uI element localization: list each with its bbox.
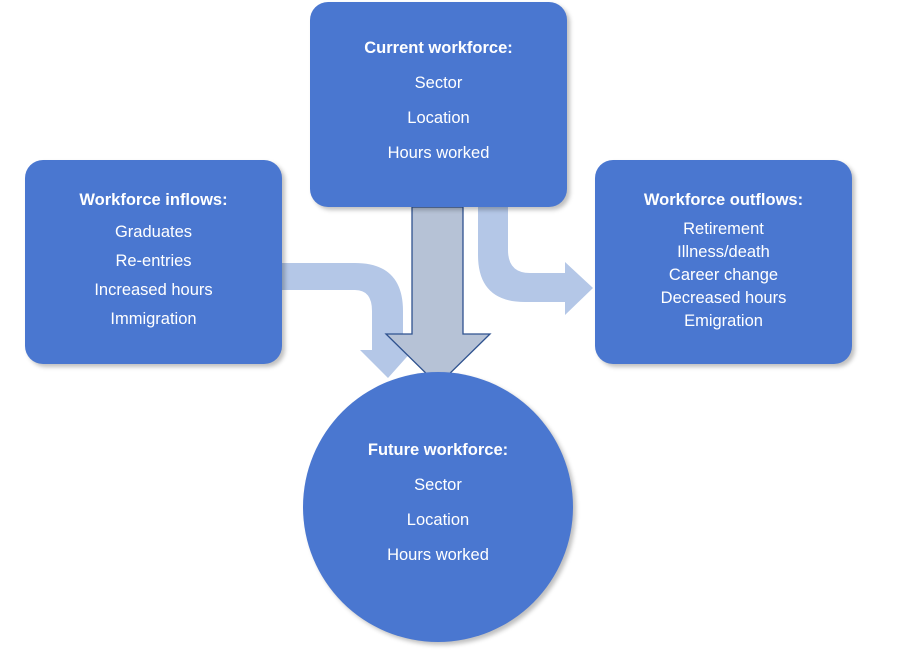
outflow-item: Emigration xyxy=(684,312,763,330)
outflow-item: Career change xyxy=(668,266,779,284)
inflow-item: Graduates xyxy=(114,222,193,241)
current-item: Sector xyxy=(414,73,463,92)
inflow-item: Re-entries xyxy=(115,251,192,270)
future-workforce-title: Future workforce: xyxy=(367,441,509,459)
inflows-title: Workforce inflows: xyxy=(79,190,228,209)
outflow-item: Retirement xyxy=(683,220,764,238)
inflow-item: Immigration xyxy=(110,309,197,328)
outflows-title: Workforce outflows: xyxy=(643,191,804,209)
workforce-outflows-box: Workforce outflows: Retirement Illness/d… xyxy=(595,160,852,364)
future-item: Hours worked xyxy=(387,546,489,564)
outflow-item: Illness/death xyxy=(677,243,770,261)
outflow-arrow xyxy=(478,207,593,315)
current-item: Hours worked xyxy=(387,143,490,162)
future-item: Location xyxy=(406,511,470,529)
current-workforce-box: Current workforce: Sector Location Hours… xyxy=(310,2,567,207)
current-item: Location xyxy=(407,108,470,127)
outflow-item: Decreased hours xyxy=(660,289,787,307)
inflow-arrow xyxy=(282,263,413,378)
future-item: Sector xyxy=(414,476,462,494)
future-workforce-circle: Future workforce: Sector Location Hours … xyxy=(303,372,573,642)
workforce-inflows-box: Workforce inflows: Graduates Re-entries … xyxy=(25,160,282,364)
current-workforce-title: Current workforce: xyxy=(364,38,513,57)
main-down-arrow xyxy=(384,206,492,386)
inflow-item: Increased hours xyxy=(94,280,213,299)
